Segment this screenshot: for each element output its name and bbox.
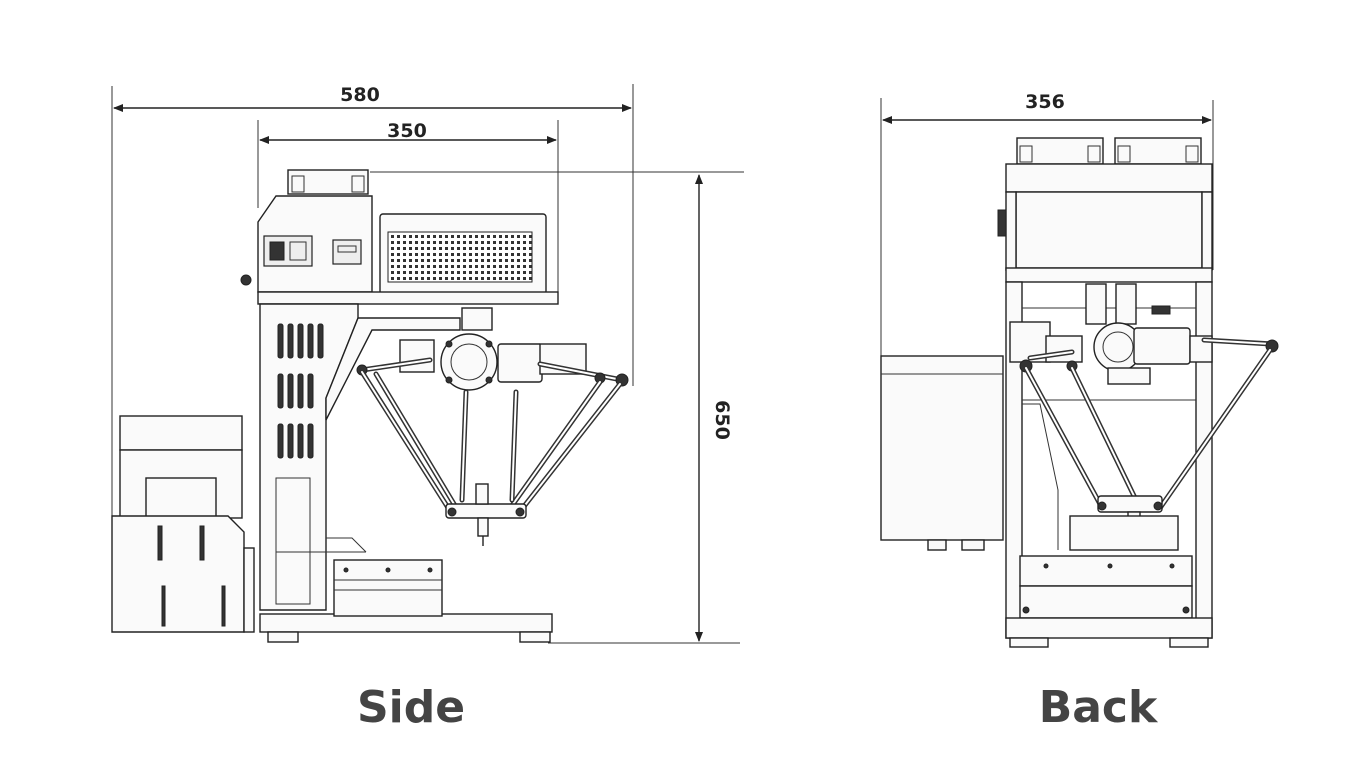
dimension-label-650: 650	[711, 400, 733, 440]
back-view: 356	[880, 91, 1279, 648]
dimension-label-580: 580	[340, 84, 380, 106]
dimension-label-350: 350	[387, 120, 427, 142]
dimension-356: 356	[882, 91, 1212, 124]
motor-disc	[440, 333, 498, 391]
caption-side: Side	[357, 682, 465, 733]
dimension-350: 350	[259, 120, 557, 144]
dimension-label-356: 356	[1025, 91, 1065, 113]
caption-back: Back	[1039, 682, 1159, 733]
frame-slots	[277, 323, 324, 459]
side-view: 580 350 650	[111, 84, 744, 644]
dimension-580: 580	[113, 84, 632, 112]
dimension-650: 650	[695, 174, 733, 642]
